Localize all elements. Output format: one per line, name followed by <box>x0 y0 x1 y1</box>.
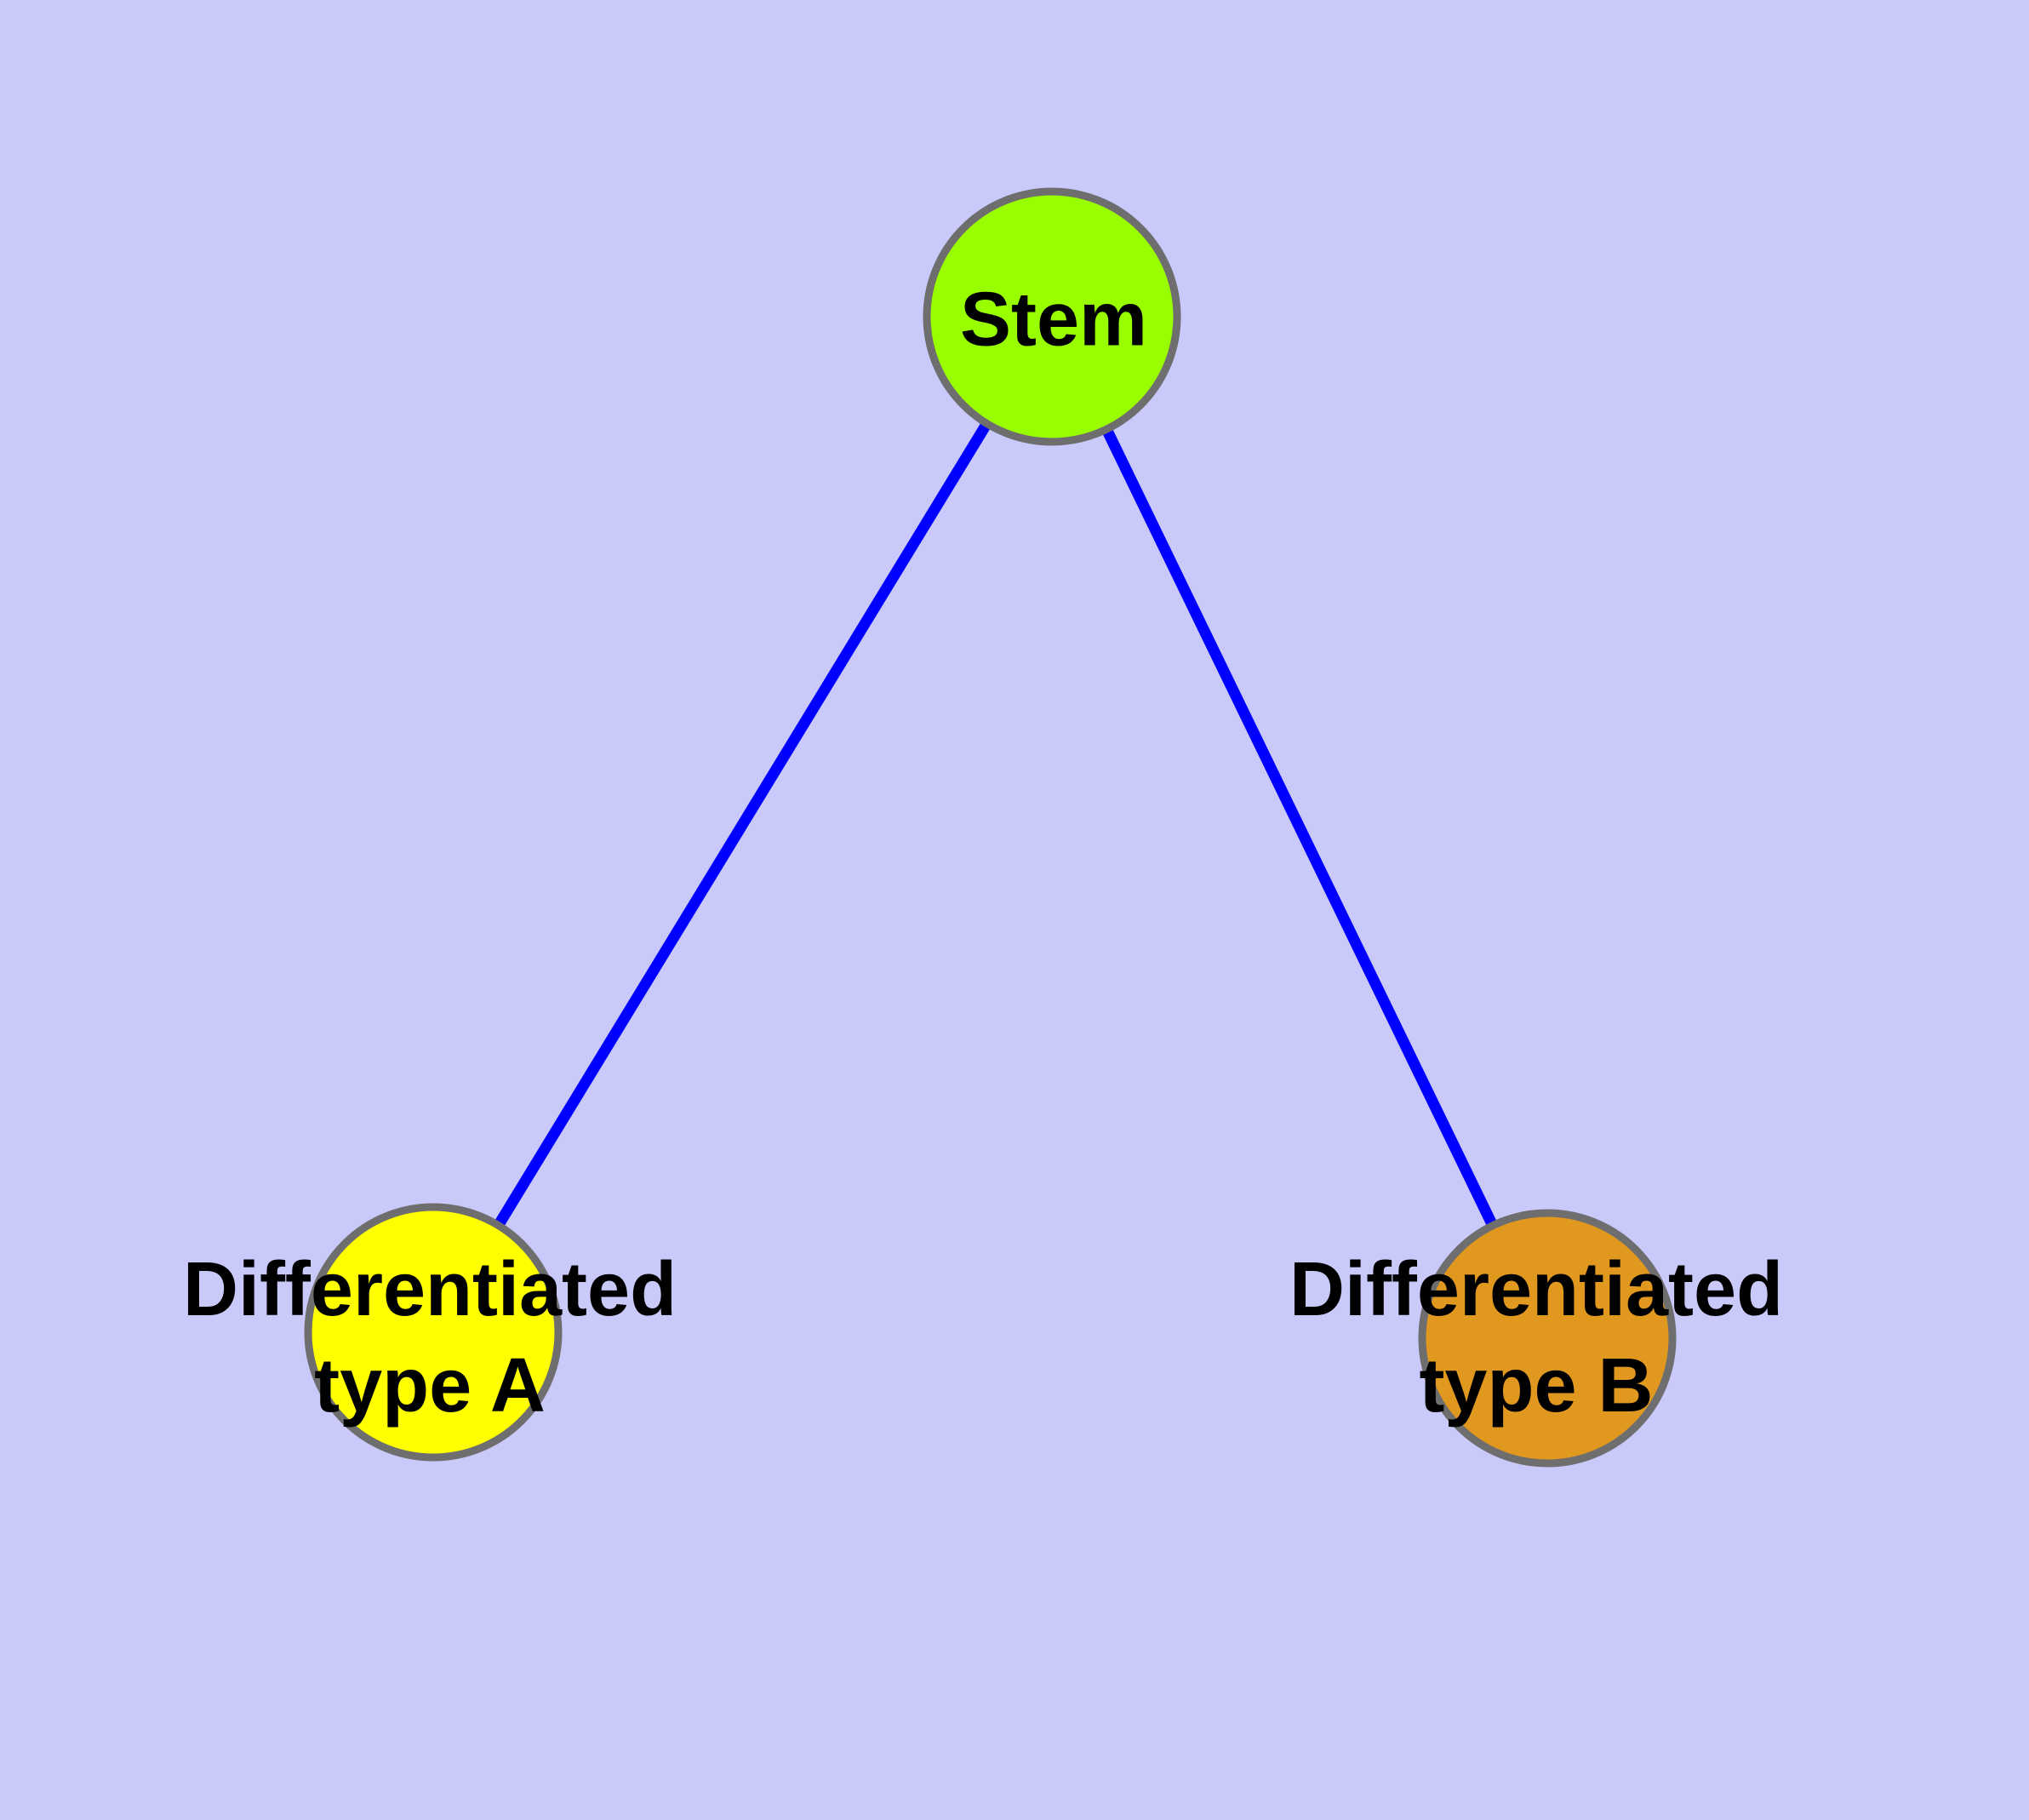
node-label-line-1: Differentiated <box>182 1247 677 1332</box>
node-label-stem: Stem <box>959 277 1148 363</box>
node-differentiated-type-a-circle <box>304 1203 563 1462</box>
node-label-differentiated-type-a: Differentiated type A <box>183 1242 677 1434</box>
node-label-line-2: type A <box>314 1343 546 1428</box>
edge-stem-to-type-a <box>428 313 1057 1336</box>
node-label-line-1: Differentiated <box>1289 1247 1784 1332</box>
node-label-differentiated-type-b: Differentiated type B <box>1289 1242 1783 1434</box>
node-stem-circle <box>923 187 1181 446</box>
node-differentiated-type-b-circle <box>1418 1209 1677 1468</box>
edge-stem-to-type-b <box>1047 314 1552 1341</box>
node-label-line-2: type B <box>1419 1343 1654 1428</box>
